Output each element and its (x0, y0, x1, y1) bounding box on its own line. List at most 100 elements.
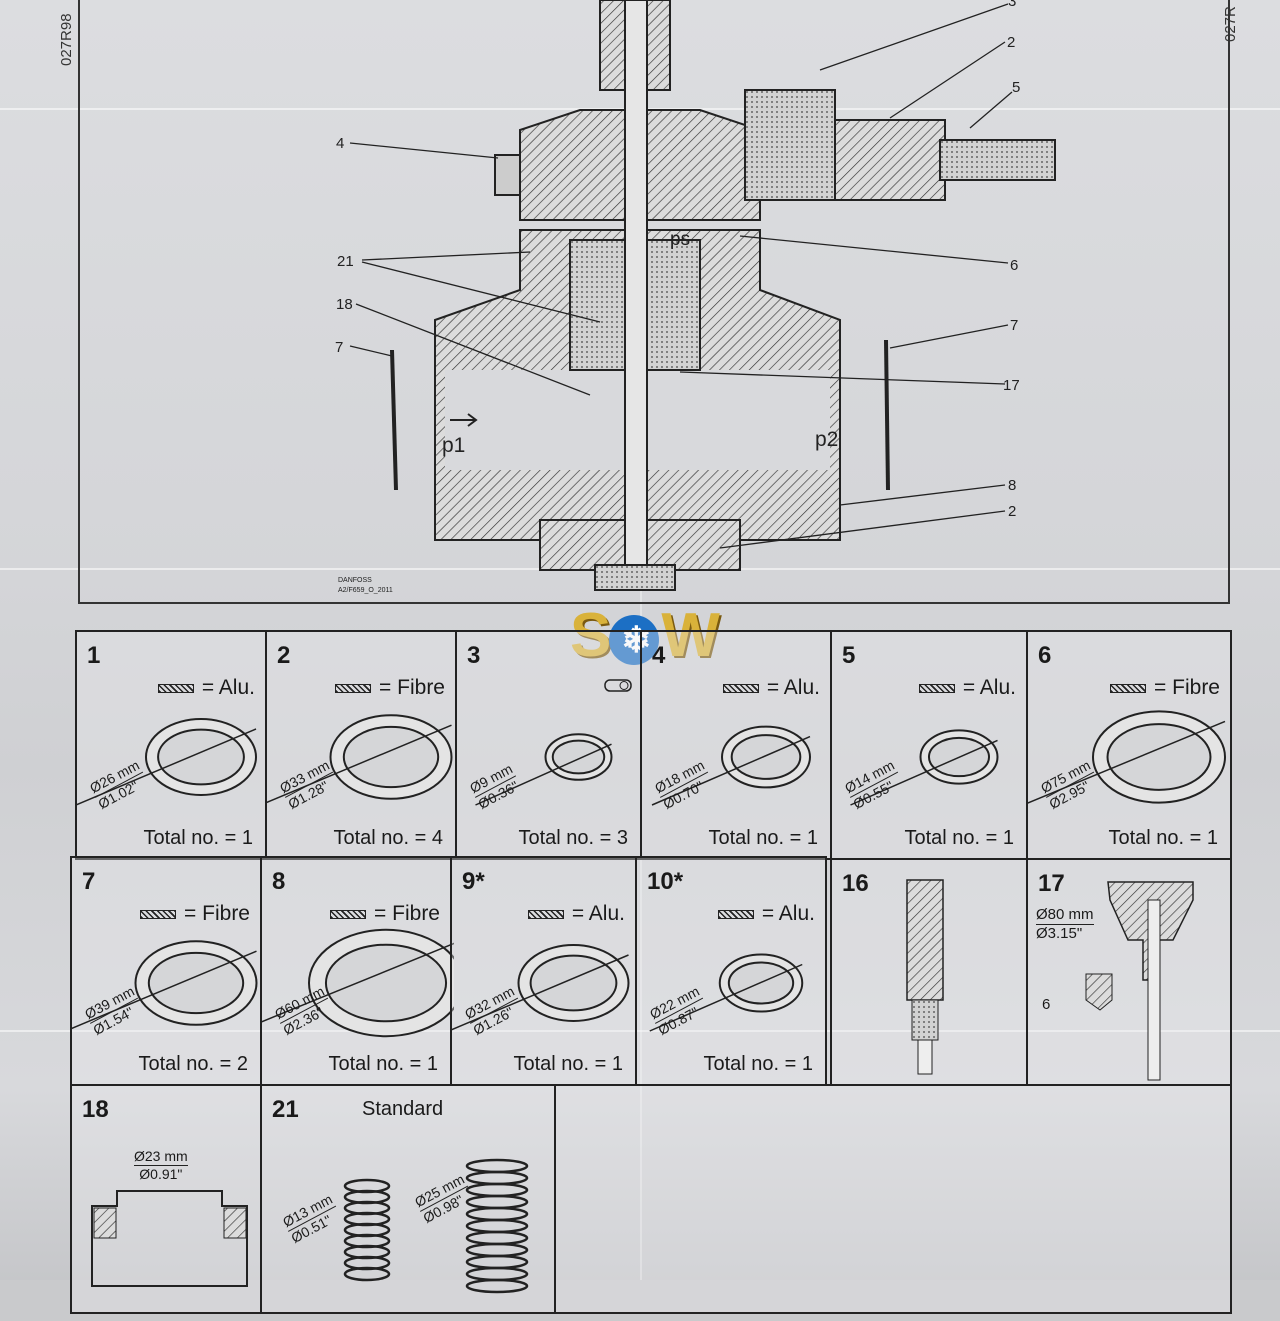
material-swatch-icon (1110, 683, 1147, 693)
gasket-ring-icon (649, 953, 804, 1032)
material-label: = Fibre (140, 902, 250, 926)
part-16-cell: 16 (830, 858, 1028, 1086)
callout-2: 2 (1007, 34, 1015, 51)
material-label: = Alu. (717, 902, 815, 926)
fold-line (0, 1030, 1280, 1032)
piston-drawing (1085, 881, 1194, 1081)
material-text: = Fibre (374, 902, 440, 925)
valve-drawing-frame (78, 0, 1230, 604)
material-text: = Alu. (766, 676, 820, 699)
part-number: 2 (277, 642, 291, 669)
material-label: = Fibre (330, 902, 440, 926)
callout-17: 17 (1003, 377, 1020, 394)
dimension-label: Ø80 mm Ø3.15" (1036, 906, 1094, 943)
total-count: Total no. = 2 (138, 1053, 248, 1075)
dimension-mm: Ø23 mm (134, 1148, 188, 1166)
gasket-ring-icon (267, 714, 453, 804)
pressure-p1: p1 (442, 434, 465, 457)
total-count: Total no. = 1 (904, 827, 1014, 849)
material-text: = Alu. (962, 676, 1016, 699)
gasket-ring-icon (452, 944, 630, 1031)
springs-drawing (343, 1158, 529, 1294)
material-swatch-icon (722, 683, 759, 693)
connector-nut (834, 119, 946, 201)
material-label: = Alu. (722, 676, 820, 700)
plug-nut (494, 154, 521, 196)
footer-code: A2/F659_O_2011 (338, 587, 393, 594)
logo-letter: S (570, 601, 611, 670)
material-text: = Fibre (379, 676, 445, 699)
pressure-ps: ps (670, 229, 690, 250)
material-swatch-icon (157, 683, 194, 693)
material-label: = Alu. (918, 676, 1016, 700)
dimension-mm: Ø80 mm (1036, 906, 1094, 925)
total-count: Total no. = 1 (1108, 827, 1218, 849)
gasket-left (390, 349, 398, 491)
spring-type-label: Standard (362, 1098, 444, 1120)
gasket-ring-icon (651, 725, 811, 806)
connector-pipe (939, 139, 1056, 181)
callout-21: 21 (337, 253, 354, 270)
part-number: 10* (647, 868, 684, 895)
stem (624, 0, 648, 581)
material-swatch-icon (717, 909, 754, 919)
part-number: 6 (1038, 642, 1052, 669)
gasket-ring-icon (262, 928, 454, 1038)
total-count: Total no. = 1 (703, 1053, 813, 1075)
material-swatch-icon (140, 909, 177, 919)
gasket-ring-icon (850, 729, 999, 806)
material-label: = Fibre (1110, 676, 1220, 700)
part-number: 9* (462, 868, 485, 895)
ref-callout-6: 6 (1042, 996, 1051, 1013)
empty-cell (554, 1084, 1232, 1314)
dimension-inch: Ø0.91" (139, 1166, 183, 1182)
spare-parts-grid: 16 17 Ø80 mm Ø3.15" 6 1 8 Ø23 mm Ø0.91" (70, 630, 1232, 1314)
total-count: Total no. = 1 (513, 1053, 623, 1075)
total-count: Total no. = 4 (333, 827, 443, 849)
pilot-block (744, 89, 836, 201)
part-number: 21 (272, 1096, 299, 1123)
dimension-label: Ø23 mm Ø0.91" (134, 1148, 188, 1183)
gasket-ring-icon (72, 940, 258, 1030)
gasket-right (884, 339, 890, 491)
part-number: 3 (467, 642, 481, 669)
callout-5: 5 (1012, 79, 1020, 96)
material-swatch-icon (335, 683, 372, 693)
part-number: 8 (272, 868, 286, 895)
callout-3: 3 (1008, 0, 1016, 10)
dimension-inch: Ø3.15" (1036, 925, 1083, 942)
material-label: = Alu. (157, 676, 255, 700)
ball-icon (604, 679, 632, 692)
snowflake-icon: ❄ (609, 614, 660, 665)
part-17-cell: 17 Ø80 mm Ø3.15" 6 (1026, 858, 1232, 1086)
sow-logo: S❄W (570, 600, 720, 671)
callout-7: 7 (1010, 317, 1018, 334)
material-text: = Alu. (201, 676, 255, 699)
logo-letter: W (661, 601, 719, 670)
material-label: = Fibre (335, 676, 445, 700)
material-label: = Alu. (527, 902, 625, 926)
material-swatch-icon (330, 909, 367, 919)
large-spring-icon (465, 1158, 529, 1294)
part-number: 16 (842, 870, 869, 897)
gasket-ring-icon (1028, 710, 1226, 804)
material-text: = Alu. (571, 902, 625, 925)
part-number: 4 (652, 642, 666, 669)
callout-18: 18 (336, 296, 353, 313)
part-number: 5 (842, 642, 856, 669)
total-count: Total no. = 1 (143, 827, 253, 849)
total-count: Total no. = 1 (328, 1053, 438, 1075)
pressure-p2: p2 (815, 428, 838, 451)
part-number: 1 (87, 642, 101, 669)
